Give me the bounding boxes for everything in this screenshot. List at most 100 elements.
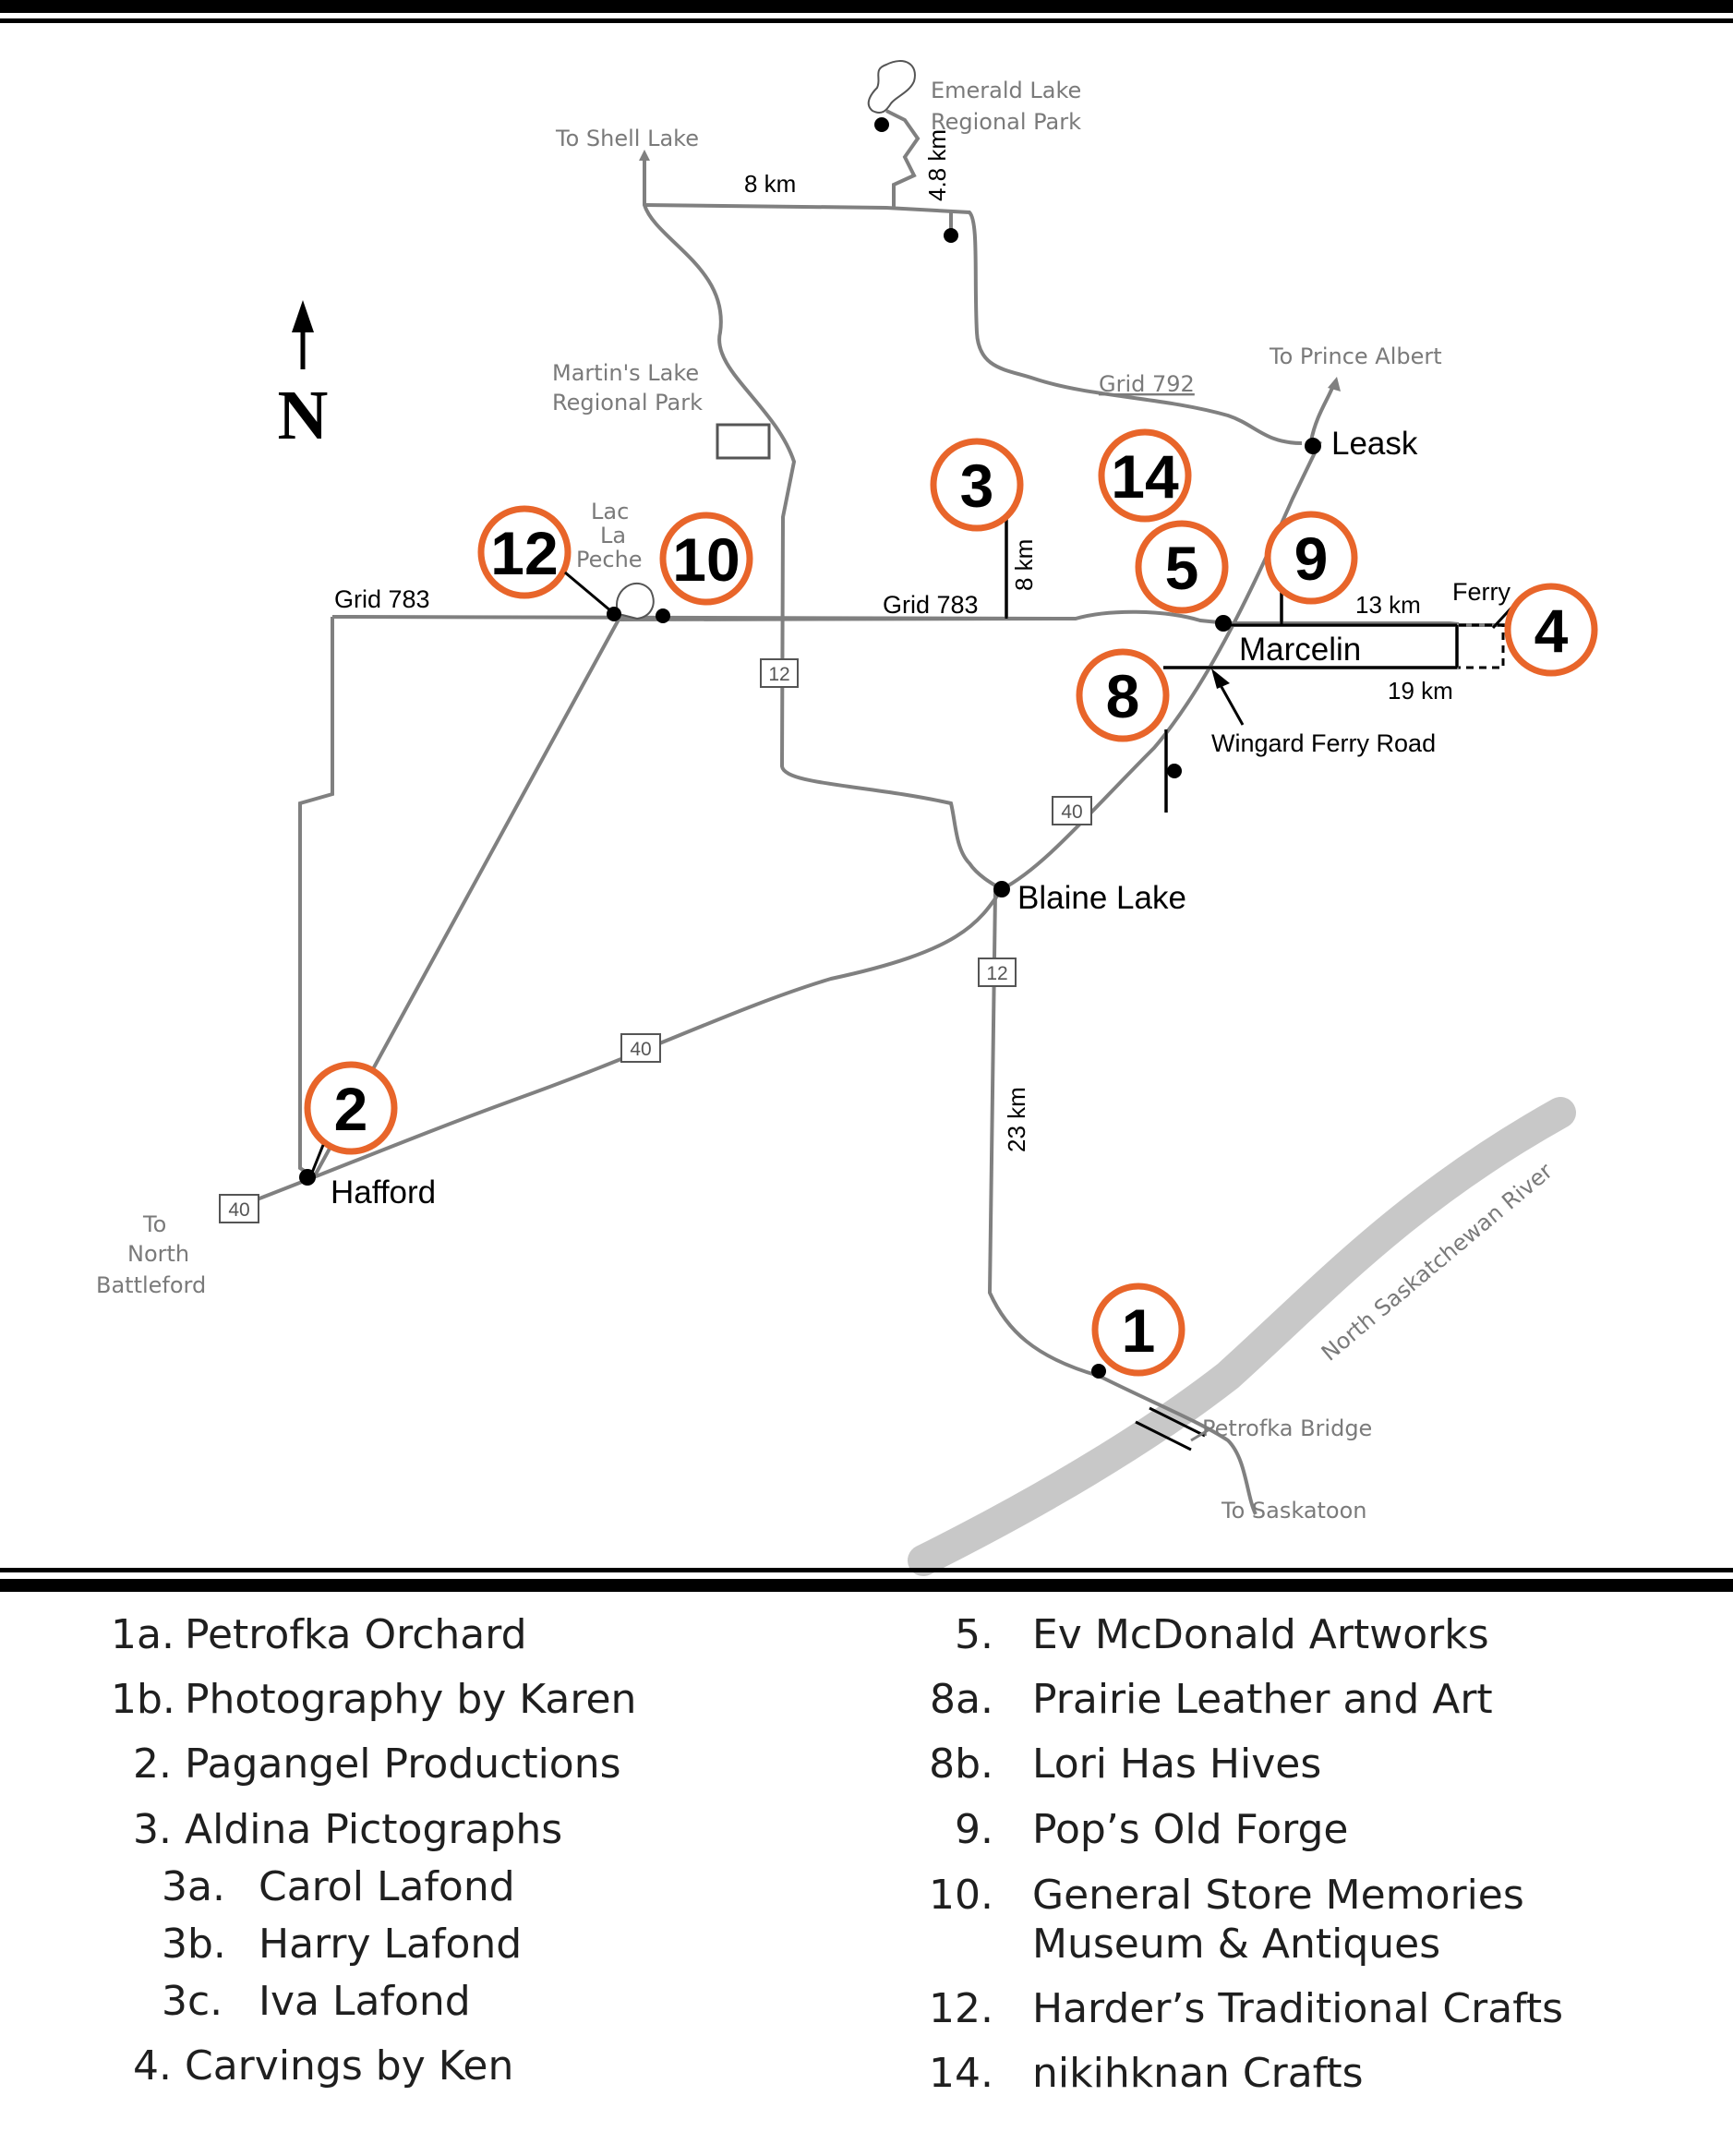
legend-text: Iva Lafond bbox=[259, 1978, 471, 2025]
legend-text: Carol Lafond bbox=[259, 1863, 515, 1910]
legend-num: 3b. bbox=[162, 1921, 226, 1968]
label-8km-vertical: 8 km bbox=[1010, 539, 1038, 591]
road-hwy-40-south bbox=[230, 887, 1004, 1211]
marker-3[interactable]: 3 bbox=[930, 438, 1024, 532]
legend-text: Pagangel Productions bbox=[185, 1740, 621, 1788]
label-emerald-lake-2: Regional Park bbox=[931, 109, 1081, 135]
label-19km: 19 km bbox=[1388, 677, 1453, 705]
road-hwy-40-north bbox=[1001, 440, 1322, 891]
marker-3-number: 3 bbox=[960, 452, 994, 520]
label-martins-lake-1: Martin's Lake bbox=[552, 360, 699, 386]
marker-12[interactable]: 12 bbox=[477, 505, 572, 599]
road-emerald-spur bbox=[885, 109, 921, 208]
marker-10[interactable]: 10 bbox=[659, 512, 753, 606]
marker-8-number: 8 bbox=[1106, 662, 1140, 730]
arrow-shell-lake bbox=[639, 150, 650, 161]
label-grid-783-east: Grid 783 bbox=[883, 591, 979, 619]
marker-10-number: 10 bbox=[672, 525, 740, 594]
top-border-thin bbox=[0, 18, 1733, 23]
wingard-arrow-head bbox=[1211, 668, 1230, 689]
legend-text: Prairie Leather and Art bbox=[1032, 1676, 1493, 1723]
compass: N bbox=[278, 300, 329, 454]
markers: 1 2 3 4 5 8 9 10 bbox=[304, 428, 1598, 1377]
label-to-prince-albert: To Prince Albert bbox=[1269, 343, 1442, 369]
hwy-12-shield-south: 12 bbox=[986, 963, 1007, 984]
legend-num: 3. bbox=[133, 1806, 172, 1853]
ferry-route bbox=[1459, 623, 1505, 669]
legend-num: 5. bbox=[955, 1611, 993, 1658]
legend-num: 1a. bbox=[111, 1611, 175, 1658]
label-23km: 23 km bbox=[1003, 1087, 1030, 1152]
legend-text: Harry Lafond bbox=[259, 1921, 523, 1968]
label-battleford: Battleford bbox=[96, 1272, 206, 1298]
label-la: La bbox=[600, 523, 626, 548]
compass-letter: N bbox=[278, 377, 329, 454]
legend-num: 8b. bbox=[929, 1740, 993, 1788]
marker-1-number: 1 bbox=[1122, 1296, 1156, 1365]
legend-text: Petrofka Orchard bbox=[185, 1611, 527, 1658]
map-dots bbox=[299, 117, 1321, 1379]
emerald-lake-shape bbox=[867, 60, 916, 114]
map-divider-thick bbox=[0, 1579, 1733, 1592]
top-border-thick bbox=[0, 0, 1733, 13]
marker-4-number: 4 bbox=[1534, 596, 1569, 665]
label-peche: Peche bbox=[576, 547, 643, 572]
arrow-prince-albert bbox=[1328, 377, 1341, 391]
legend-text: General Store Memories bbox=[1032, 1872, 1524, 1919]
map: North Saskatchewan River bbox=[0, 0, 1733, 1592]
legend-num: 3c. bbox=[162, 1978, 223, 2025]
label-ferry: Ferry bbox=[1452, 578, 1510, 606]
hwy-12-shield-north: 12 bbox=[768, 664, 789, 685]
label-martins-lake-2: Regional Park bbox=[552, 390, 703, 416]
label-wingard-ferry-road: Wingard Ferry Road bbox=[1211, 729, 1436, 757]
label-blaine-lake: Blaine Lake bbox=[1017, 880, 1186, 916]
legend-text: Museum & Antiques bbox=[1032, 1921, 1441, 1968]
legend-num: 14. bbox=[929, 2050, 993, 2097]
label-north: North bbox=[127, 1241, 189, 1267]
marker-8[interactable]: 8 bbox=[1076, 648, 1170, 742]
marker-9-number: 9 bbox=[1294, 524, 1329, 593]
road-grid-783 bbox=[298, 609, 1460, 1180]
highway-shields: 12 12 40 40 40 bbox=[219, 658, 1092, 1223]
label-petrofka-bridge: Petrofka Bridge bbox=[1202, 1415, 1372, 1441]
hwy-40-shield-leask: 40 bbox=[1061, 801, 1082, 823]
marker-4[interactable]: 4 bbox=[1504, 583, 1598, 677]
martins-lake-shape bbox=[716, 423, 771, 460]
label-grid-783-west: Grid 783 bbox=[334, 585, 430, 613]
road-hwy-12-south bbox=[987, 890, 1258, 1515]
legend-text: Pop’s Old Forge bbox=[1032, 1806, 1349, 1853]
legend-text: Photography by Karen bbox=[185, 1676, 637, 1723]
marker-5[interactable]: 5 bbox=[1135, 520, 1229, 614]
label-marcelin: Marcelin bbox=[1239, 632, 1361, 668]
marker-14[interactable]: 14 bbox=[1098, 428, 1192, 523]
label-to: To bbox=[142, 1211, 166, 1237]
legend-num: 10. bbox=[929, 1872, 993, 1919]
road-grid-783-west bbox=[331, 615, 1077, 620]
label-grid-792: Grid 792 bbox=[1099, 371, 1195, 397]
legend-num: 9. bbox=[955, 1806, 993, 1853]
label-48km: 4.8 km bbox=[923, 129, 951, 201]
marker-2[interactable]: 2 bbox=[304, 1061, 398, 1155]
hwy-40-shield-west: 40 bbox=[228, 1199, 249, 1221]
legend-num: 4. bbox=[133, 2042, 172, 2090]
legend-num: 2. bbox=[133, 1740, 172, 1788]
legend-text: Lori Has Hives bbox=[1032, 1740, 1322, 1788]
marker-9[interactable]: 9 bbox=[1264, 511, 1358, 605]
legend: 1a. Petrofka Orchard 1b. Photography by … bbox=[0, 1611, 1733, 2128]
marker-12-number: 12 bbox=[490, 519, 558, 587]
hwy-40-shield-mid: 40 bbox=[630, 1039, 651, 1060]
legend-num: 1b. bbox=[111, 1676, 175, 1723]
marker-2-pointer bbox=[310, 1144, 325, 1174]
legend-text: nikihknan Crafts bbox=[1032, 2050, 1364, 2097]
marker-1[interactable]: 1 bbox=[1091, 1283, 1185, 1377]
legend-num: 12. bbox=[929, 1985, 993, 2032]
marker-5-number: 5 bbox=[1165, 534, 1199, 602]
label-emerald-lake-1: Emerald Lake bbox=[931, 78, 1081, 103]
marker-12-pointer bbox=[564, 571, 612, 613]
marcelin-lines bbox=[1005, 517, 1459, 813]
road-8km bbox=[644, 203, 1303, 445]
label-hafford: Hafford bbox=[331, 1174, 436, 1210]
petrofka-bridge bbox=[1135, 1406, 1210, 1451]
legend-text: Aldina Pictographs bbox=[185, 1806, 563, 1853]
marker-2-number: 2 bbox=[334, 1075, 368, 1143]
